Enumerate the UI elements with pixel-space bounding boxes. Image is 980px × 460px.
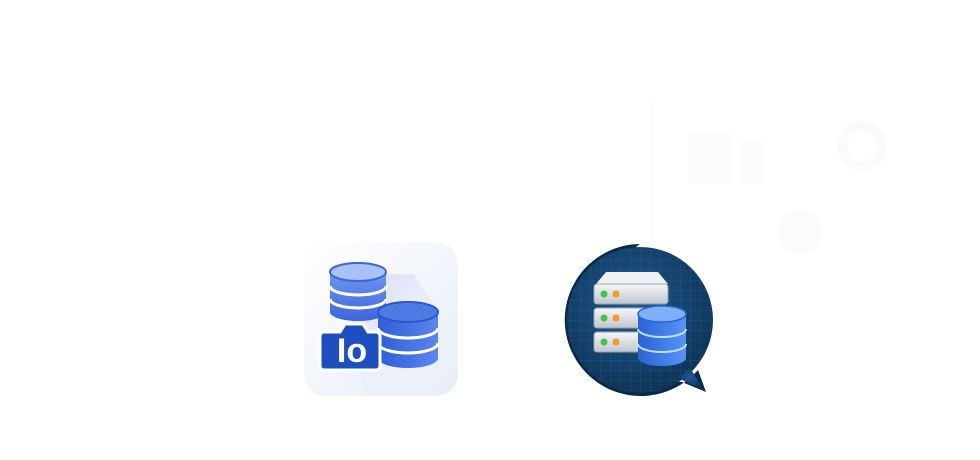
database-snapshot-icon: Io — [304, 242, 458, 396]
database-snapshot-app-icon[interactable]: Io — [304, 242, 458, 396]
badge-glyph: Io — [337, 332, 367, 370]
database-server-icon — [564, 244, 713, 396]
faint-background-graphic — [651, 100, 887, 254]
database-server-app-icon[interactable] — [560, 240, 718, 400]
